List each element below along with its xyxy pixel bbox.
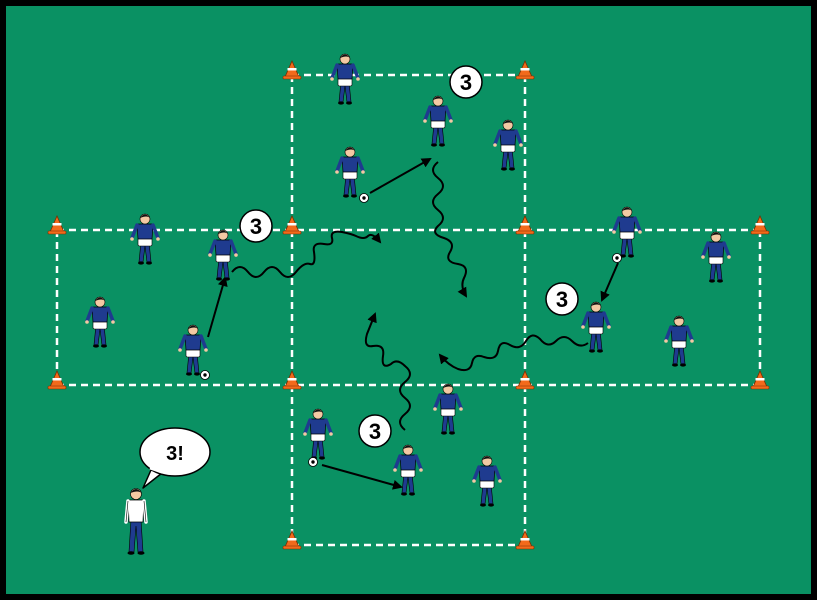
ball-icon (359, 193, 369, 203)
pass-arrow-icon (600, 262, 619, 302)
coach-icon (124, 488, 148, 555)
dribble-arrow-icon (438, 334, 589, 372)
grid-bottom-number: 3 (369, 419, 381, 444)
ball-icon (200, 370, 210, 380)
pass-arrow-icon (369, 158, 432, 194)
coach-call-text: 3! (166, 443, 184, 465)
grid-lines (55, 73, 762, 547)
grid-left-number-badge: 3 (239, 209, 273, 243)
speech-bubble-icon: 3! (139, 427, 211, 489)
ball-icon (612, 253, 622, 263)
dribble-arrow-icon (231, 230, 382, 278)
grid-left-number: 3 (250, 214, 262, 239)
grid-top-number-badge: 3 (449, 65, 483, 99)
grid-number-badges: 3 3 3 3 (239, 65, 579, 448)
dribble-arrow-icon (364, 312, 411, 431)
pass-arrow-icon (207, 276, 228, 338)
grid-bottom-number-badge: 3 (358, 414, 392, 448)
grid-top-number: 3 (460, 70, 472, 95)
grid-right-number-badge: 3 (545, 282, 579, 316)
pass-arrows (207, 158, 619, 490)
pass-arrow-icon (321, 464, 403, 490)
ball-icon (308, 457, 318, 467)
grid-right-number: 3 (556, 287, 568, 312)
dribble-arrow-icon (432, 161, 468, 298)
dribble-arrows (231, 161, 589, 431)
